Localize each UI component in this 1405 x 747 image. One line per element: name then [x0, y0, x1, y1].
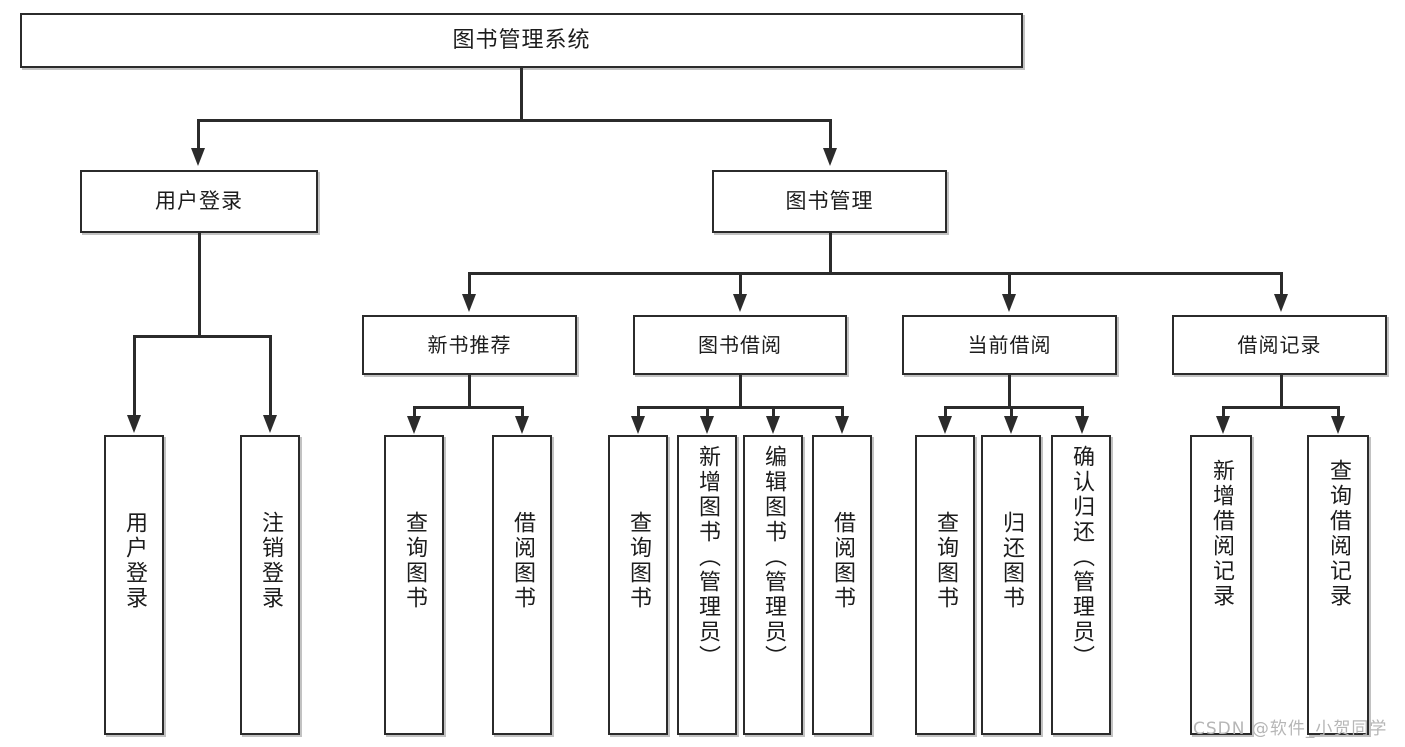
- arrow-to-book-borrow: [733, 294, 747, 312]
- connector-bookborrow-leaf1: [637, 406, 640, 417]
- node-label: 查询图书: [402, 511, 427, 611]
- node-leaf-query-record[interactable]: 查询借阅记录: [1307, 435, 1369, 735]
- connector-borrowrecord-stem: [1280, 375, 1283, 406]
- connector-bookmgmt-to-record: [1280, 272, 1283, 295]
- arrow-to-leaf-query-book-3: [938, 416, 952, 434]
- node-label: 用户登录: [155, 189, 243, 214]
- node-label: 注销登录: [258, 511, 283, 611]
- connector-currentborrow-leaf3: [1081, 406, 1084, 417]
- connector-bookborrow-bar: [637, 406, 843, 409]
- connector-root-to-userlogin: [197, 119, 200, 149]
- connector-root-bar: [197, 119, 831, 122]
- node-leaf-add-book[interactable]: 新增图书（管理员）: [677, 435, 737, 735]
- node-label: 用户登录: [122, 511, 147, 611]
- node-leaf-query-book-2[interactable]: 查询图书: [608, 435, 668, 735]
- arrow-to-current-borrow: [1002, 294, 1016, 312]
- node-user-login[interactable]: 用户登录: [80, 170, 318, 233]
- node-label: 图书管理系统: [452, 27, 591, 53]
- node-leaf-borrow-book-1[interactable]: 借阅图书: [492, 435, 552, 735]
- arrow-to-bookmgmt: [823, 148, 837, 166]
- arrow-to-leaf-borrow-book-1: [515, 416, 529, 434]
- connector-root-stem: [520, 68, 523, 119]
- node-leaf-edit-book[interactable]: 编辑图书（管理员）: [743, 435, 803, 735]
- node-current-borrow[interactable]: 当前借阅: [902, 315, 1117, 375]
- connector-borrowrecord-leaf1: [1222, 406, 1225, 417]
- csdn-watermark: CSDN @软件_小贺同学: [1193, 719, 1388, 739]
- connector-bookborrow-stem: [739, 375, 742, 406]
- connector-currentborrow-leaf2: [1010, 406, 1013, 417]
- node-book-management[interactable]: 图书管理: [712, 170, 947, 233]
- node-new-book-recommend[interactable]: 新书推荐: [362, 315, 577, 375]
- connector-bookmgmt-to-current: [1008, 272, 1011, 295]
- connector-newbook-bar: [413, 406, 523, 409]
- arrow-to-leaf-confirm-return: [1075, 416, 1089, 434]
- connector-bookmgmt-to-borrow: [739, 272, 742, 295]
- node-label: 新增借阅记录: [1209, 459, 1234, 609]
- node-leaf-return-book[interactable]: 归还图书: [981, 435, 1041, 735]
- connector-userlogin-bar: [133, 335, 271, 338]
- node-label: 归还图书: [999, 511, 1024, 611]
- node-label: 新增图书（管理员）: [695, 445, 720, 670]
- node-borrow-record[interactable]: 借阅记录: [1172, 315, 1387, 375]
- arrow-to-leaf-add-book: [700, 416, 714, 434]
- connector-borrowrecord-leaf2: [1337, 406, 1340, 417]
- node-label: 确认归还（管理员）: [1069, 445, 1094, 670]
- arrow-to-leaf-edit-book: [766, 416, 780, 434]
- connector-userlogin-stem: [198, 233, 201, 335]
- node-label: 借阅记录: [1237, 332, 1322, 357]
- connector-currentborrow-bar: [944, 406, 1083, 409]
- arrow-to-leaf-user-login: [127, 415, 141, 433]
- node-leaf-add-record[interactable]: 新增借阅记录: [1190, 435, 1252, 735]
- arrow-to-leaf-query-book-1: [407, 416, 421, 434]
- connector-root-to-bookmgmt: [829, 119, 832, 149]
- node-leaf-borrow-book-2[interactable]: 借阅图书: [812, 435, 872, 735]
- node-book-borrow[interactable]: 图书借阅: [633, 315, 847, 375]
- connector-currentborrow-stem: [1008, 375, 1011, 406]
- arrow-to-leaf-user-logout: [263, 415, 277, 433]
- node-label: 查询借阅记录: [1326, 459, 1351, 609]
- node-label: 查询图书: [933, 511, 958, 611]
- node-label: 借阅图书: [830, 511, 855, 611]
- node-label: 借阅图书: [510, 511, 535, 611]
- node-label: 查询图书: [626, 511, 651, 611]
- arrow-to-leaf-return-book: [1004, 416, 1018, 434]
- arrow-to-leaf-query-book-2: [631, 416, 645, 434]
- node-label: 图书管理: [785, 189, 874, 214]
- connector-bookborrow-leaf2: [706, 406, 709, 417]
- connector-newbook-leaf2: [521, 406, 524, 417]
- connector-bookmgmt-to-newbook: [468, 272, 471, 295]
- arrow-to-userlogin: [191, 148, 205, 166]
- arrow-to-new-book-recommend: [462, 294, 476, 312]
- connector-newbook-leaf1: [413, 406, 416, 417]
- node-leaf-user-login[interactable]: 用户登录: [104, 435, 164, 735]
- node-leaf-user-logout[interactable]: 注销登录: [240, 435, 300, 735]
- arrow-to-leaf-add-record: [1216, 416, 1230, 434]
- connector-currentborrow-leaf1: [944, 406, 947, 417]
- connector-bookmgmt-stem: [829, 233, 832, 272]
- node-label: 编辑图书（管理员）: [761, 445, 786, 670]
- connector-bookborrow-leaf4: [841, 406, 844, 417]
- arrow-to-leaf-query-record: [1331, 416, 1345, 434]
- connector-userlogin-leaf2: [269, 335, 272, 416]
- node-root-system[interactable]: 图书管理系统: [20, 13, 1023, 68]
- connector-newbook-stem: [468, 375, 471, 406]
- connector-bookmgmt-bar: [468, 272, 1282, 275]
- node-leaf-query-book-1[interactable]: 查询图书: [384, 435, 444, 735]
- node-label: 当前借阅: [967, 332, 1052, 357]
- connector-userlogin-leaf1: [133, 335, 136, 416]
- connector-borrowrecord-bar: [1222, 406, 1339, 409]
- arrow-to-borrow-record: [1274, 294, 1288, 312]
- arrow-to-leaf-borrow-book-2: [835, 416, 849, 434]
- connector-bookborrow-leaf3: [772, 406, 775, 417]
- node-leaf-query-book-3[interactable]: 查询图书: [915, 435, 975, 735]
- node-leaf-confirm-return[interactable]: 确认归还（管理员）: [1051, 435, 1111, 735]
- node-label: 新书推荐: [427, 332, 512, 357]
- node-label: 图书借阅: [698, 332, 782, 357]
